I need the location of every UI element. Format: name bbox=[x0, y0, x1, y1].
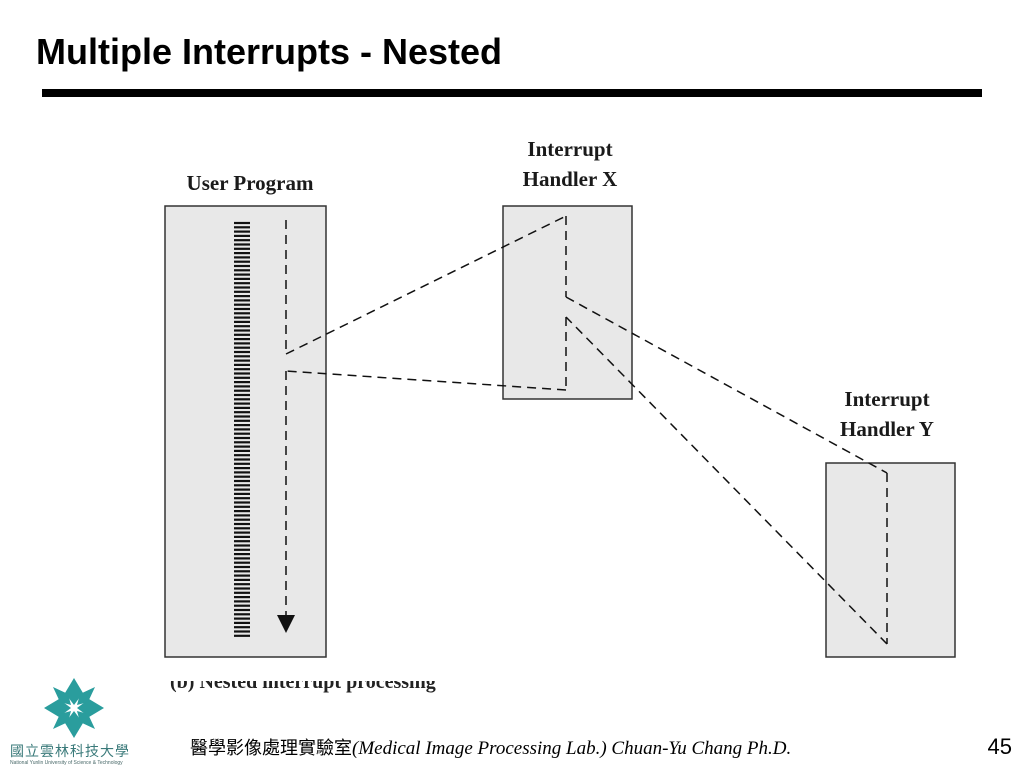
footer-lab-name-en: (Medical Image Processing Lab.) Chuan-Yu… bbox=[352, 738, 792, 759]
user-program-box bbox=[164, 205, 327, 658]
title-rule bbox=[42, 89, 982, 97]
return-y-to-x bbox=[565, 316, 888, 645]
transfer-user-to-x bbox=[285, 215, 567, 355]
handler-y-box bbox=[825, 462, 956, 658]
handler-y-label-line1: Interrupt bbox=[844, 387, 929, 411]
transfer-x-to-y bbox=[565, 296, 888, 474]
user-program-label: User Program bbox=[187, 171, 314, 195]
university-name-en: National Yunlin University of Science & … bbox=[10, 760, 123, 766]
page-number: 45 bbox=[987, 734, 1012, 759]
handler-x-label-line1: Interrupt bbox=[527, 137, 612, 161]
university-name-cn: 國立雲林科技大學 bbox=[10, 744, 130, 760]
handler-x-box bbox=[502, 205, 633, 400]
footer-lab-name: 醫學影像處理實驗室(Medical Image Processing Lab.)… bbox=[190, 734, 791, 760]
instruction-ticks bbox=[234, 221, 250, 637]
slide-title: Multiple Interrupts - Nested bbox=[36, 31, 503, 72]
footer-lab-name-cn: 醫學影像處理實驗室 bbox=[190, 738, 352, 759]
university-logo-icon bbox=[44, 678, 104, 738]
return-x-to-user bbox=[285, 370, 567, 391]
figure-caption-fragment: (b) Nested interrupt processing bbox=[170, 681, 436, 693]
handler-x-label-line2: Handler X bbox=[523, 167, 618, 191]
handler-y-label-line2: Handler Y bbox=[840, 417, 934, 441]
